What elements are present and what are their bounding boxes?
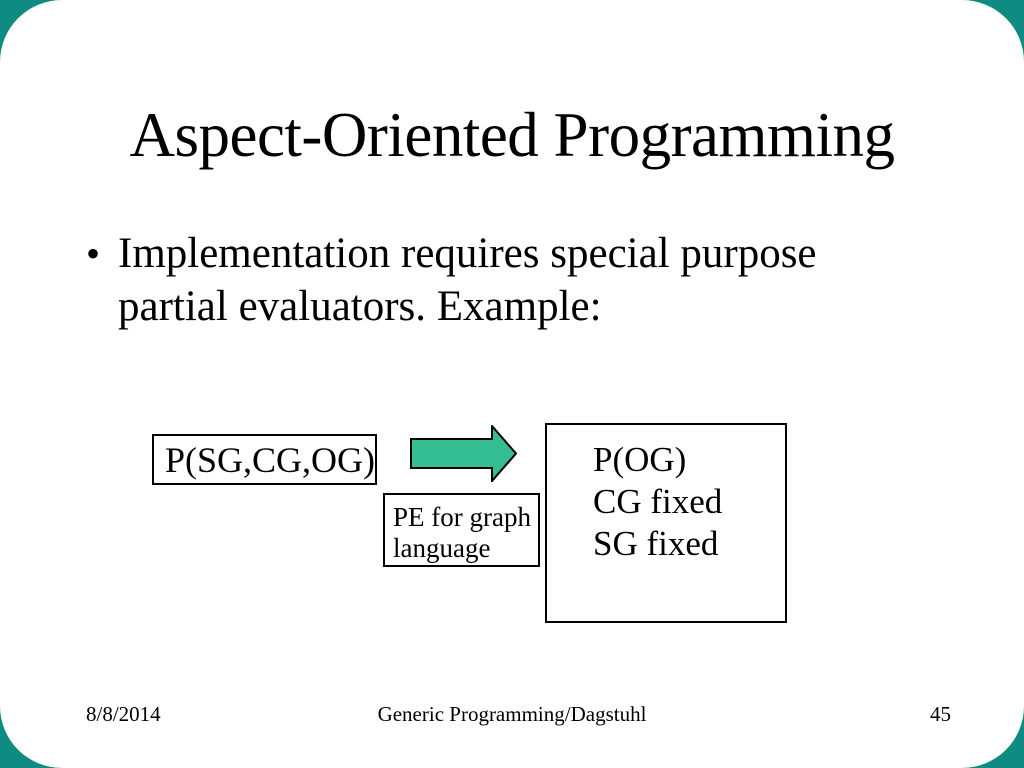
input-program-label: P(SG,CG,OG) xyxy=(165,439,376,480)
slide-title: Aspect-Oriented Programming xyxy=(129,100,895,170)
right-arrow-shape xyxy=(410,425,518,482)
partial-evaluator-box: PE for graph language xyxy=(383,493,540,567)
footer-page-number: 45 xyxy=(930,702,951,726)
right-arrow-icon xyxy=(410,425,518,482)
bullet-line-1: Implementation requires special purpose xyxy=(118,230,817,277)
bullet-text: Implementation requires special purpose … xyxy=(118,227,946,333)
output-box-line-3: SG fixed xyxy=(593,524,719,563)
pe-box-line-2: language xyxy=(393,533,491,563)
pe-box-line-1: PE for graph xyxy=(393,502,531,532)
output-program-box: P(OG) CG fixed SG fixed xyxy=(545,423,787,623)
bullet-line-2: partial evaluators. Example: xyxy=(118,283,602,330)
bullet-icon: • xyxy=(86,231,101,276)
output-box-line-2: CG fixed xyxy=(593,482,723,521)
footer-date: 8/8/2014 xyxy=(86,702,161,726)
bullet-item: • Implementation requires special purpos… xyxy=(86,227,946,333)
footer-title: Generic Programming/Dagstuhl xyxy=(377,702,647,726)
output-box-line-1: P(OG) xyxy=(593,440,687,479)
input-program-box: P(SG,CG,OG) xyxy=(152,434,377,485)
